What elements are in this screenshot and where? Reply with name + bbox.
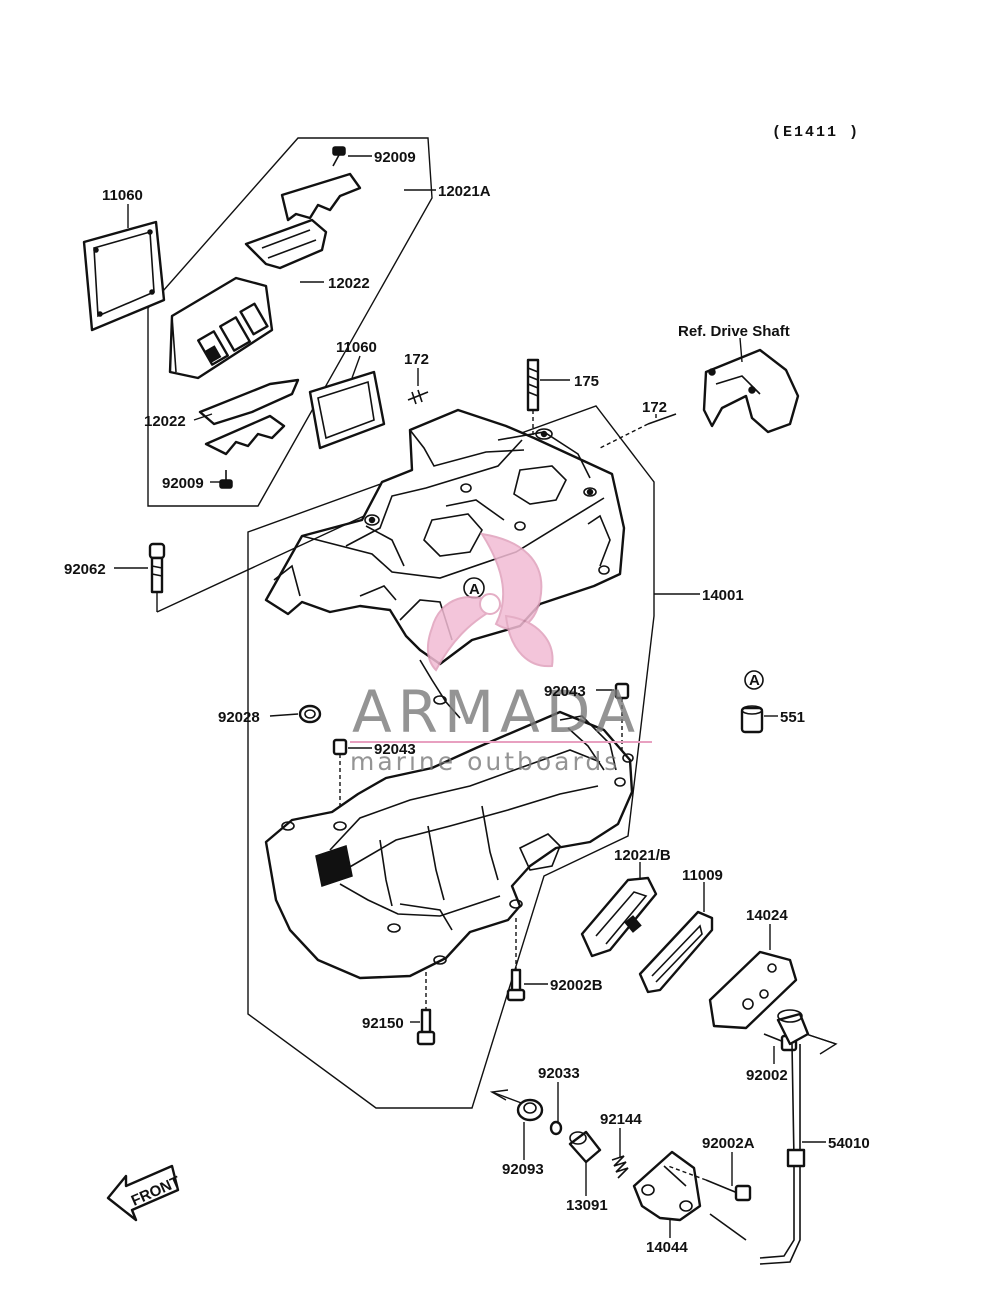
label-11060-left: 11060 [102,187,143,204]
label-172-right: 172 [642,399,667,416]
part-551 [740,705,764,734]
label-551: 551 [780,709,805,726]
label-14024: 14024 [746,907,788,924]
reed-valve-group-outline [147,137,433,507]
label-11009: 11009 [682,867,723,884]
leader-11060-mid [351,355,361,379]
leader-92028 [269,713,299,717]
screw-92009-top [332,146,346,167]
reed-valve-body [168,276,274,380]
upper-crankcase [264,408,626,719]
label-12022-top: 12022 [328,275,370,292]
direction-arrow-left-shaft [491,1091,525,1105]
diagram-code: (E1411 ) [772,124,860,141]
reed-cover-12021B [580,876,658,958]
drive-shaft-housing-ref [702,348,800,434]
reed-stop-plate-top [280,172,362,222]
label-92033: 92033 [538,1065,580,1082]
plug-92028 [298,704,322,724]
svg-text:A: A [469,581,480,598]
bolt-92002A [667,1165,752,1202]
spring-92144 [611,1155,629,1179]
label-92043-b: 92043 [374,741,416,758]
svg-text:A: A [749,672,760,689]
label-54010: 54010 [828,1135,870,1152]
label-12021A: 12021A [438,183,491,200]
watermark-brand: ARMADA [352,678,641,746]
dowel-92043-b [332,738,348,820]
bolt-92150 [416,972,436,1046]
label-92150: 92150 [362,1015,404,1032]
watermark-tagline: marine outboards [350,747,620,776]
label-92093: 92093 [502,1161,544,1178]
part-92093 [516,1098,544,1122]
stud-172-right [599,413,677,449]
marker-a-551: A [744,670,764,690]
reed-stop-plate-bottom [204,414,286,456]
label-92028: 92028 [218,709,260,726]
label-ref-drive-shaft: Ref. Drive Shaft [678,323,790,340]
pin-14044 [709,1213,747,1241]
label-92009-top: 92009 [374,149,416,166]
lower-crankcase [264,710,634,980]
clip-92033 [549,1120,563,1136]
gasket-11060-mid [308,370,386,450]
armada-logo [426,532,554,672]
label-14044: 14044 [646,1239,688,1256]
screw-92009-bottom [219,470,233,489]
stud-172-left [407,389,429,405]
label-92009-bottom: 92009 [162,475,204,492]
label-92002: 92002 [746,1067,788,1084]
label-14001: 14001 [702,587,744,604]
label-92144: 92144 [600,1111,642,1128]
cable-54010 [759,1009,810,1265]
direction-arrow-right [805,1033,838,1055]
stud-175 [526,358,540,440]
bolt-92062 [148,515,365,613]
label-92002B: 92002B [550,977,603,994]
label-92062: 92062 [64,561,106,578]
label-12021B: 12021/B [614,847,671,864]
label-12022-mid: 12022 [144,413,186,430]
leader-12022-mid [193,413,213,421]
gasket-11060-left [82,220,166,332]
reed-petal-bottom [198,378,300,426]
front-arrow: FRONT [106,1164,183,1222]
reed-petal-top [244,218,328,270]
label-13091: 13091 [566,1197,608,1214]
housing-14044 [632,1150,702,1222]
label-172-left: 172 [404,351,429,368]
cover-14024 [708,950,798,1030]
part-13091 [568,1130,602,1164]
label-92043-a: 92043 [544,683,586,700]
marker-a-crankcase: A [463,577,485,599]
bolt-92002B [506,918,526,1002]
label-11060-mid: 11060 [336,339,377,356]
label-92002A: 92002A [702,1135,755,1152]
crankcase-group-outline [247,405,655,1109]
gasket-11009 [638,910,714,994]
label-175: 175 [574,373,599,390]
leader-drive-shaft [739,337,743,363]
direction-arrow-right-shaft [805,1033,837,1045]
